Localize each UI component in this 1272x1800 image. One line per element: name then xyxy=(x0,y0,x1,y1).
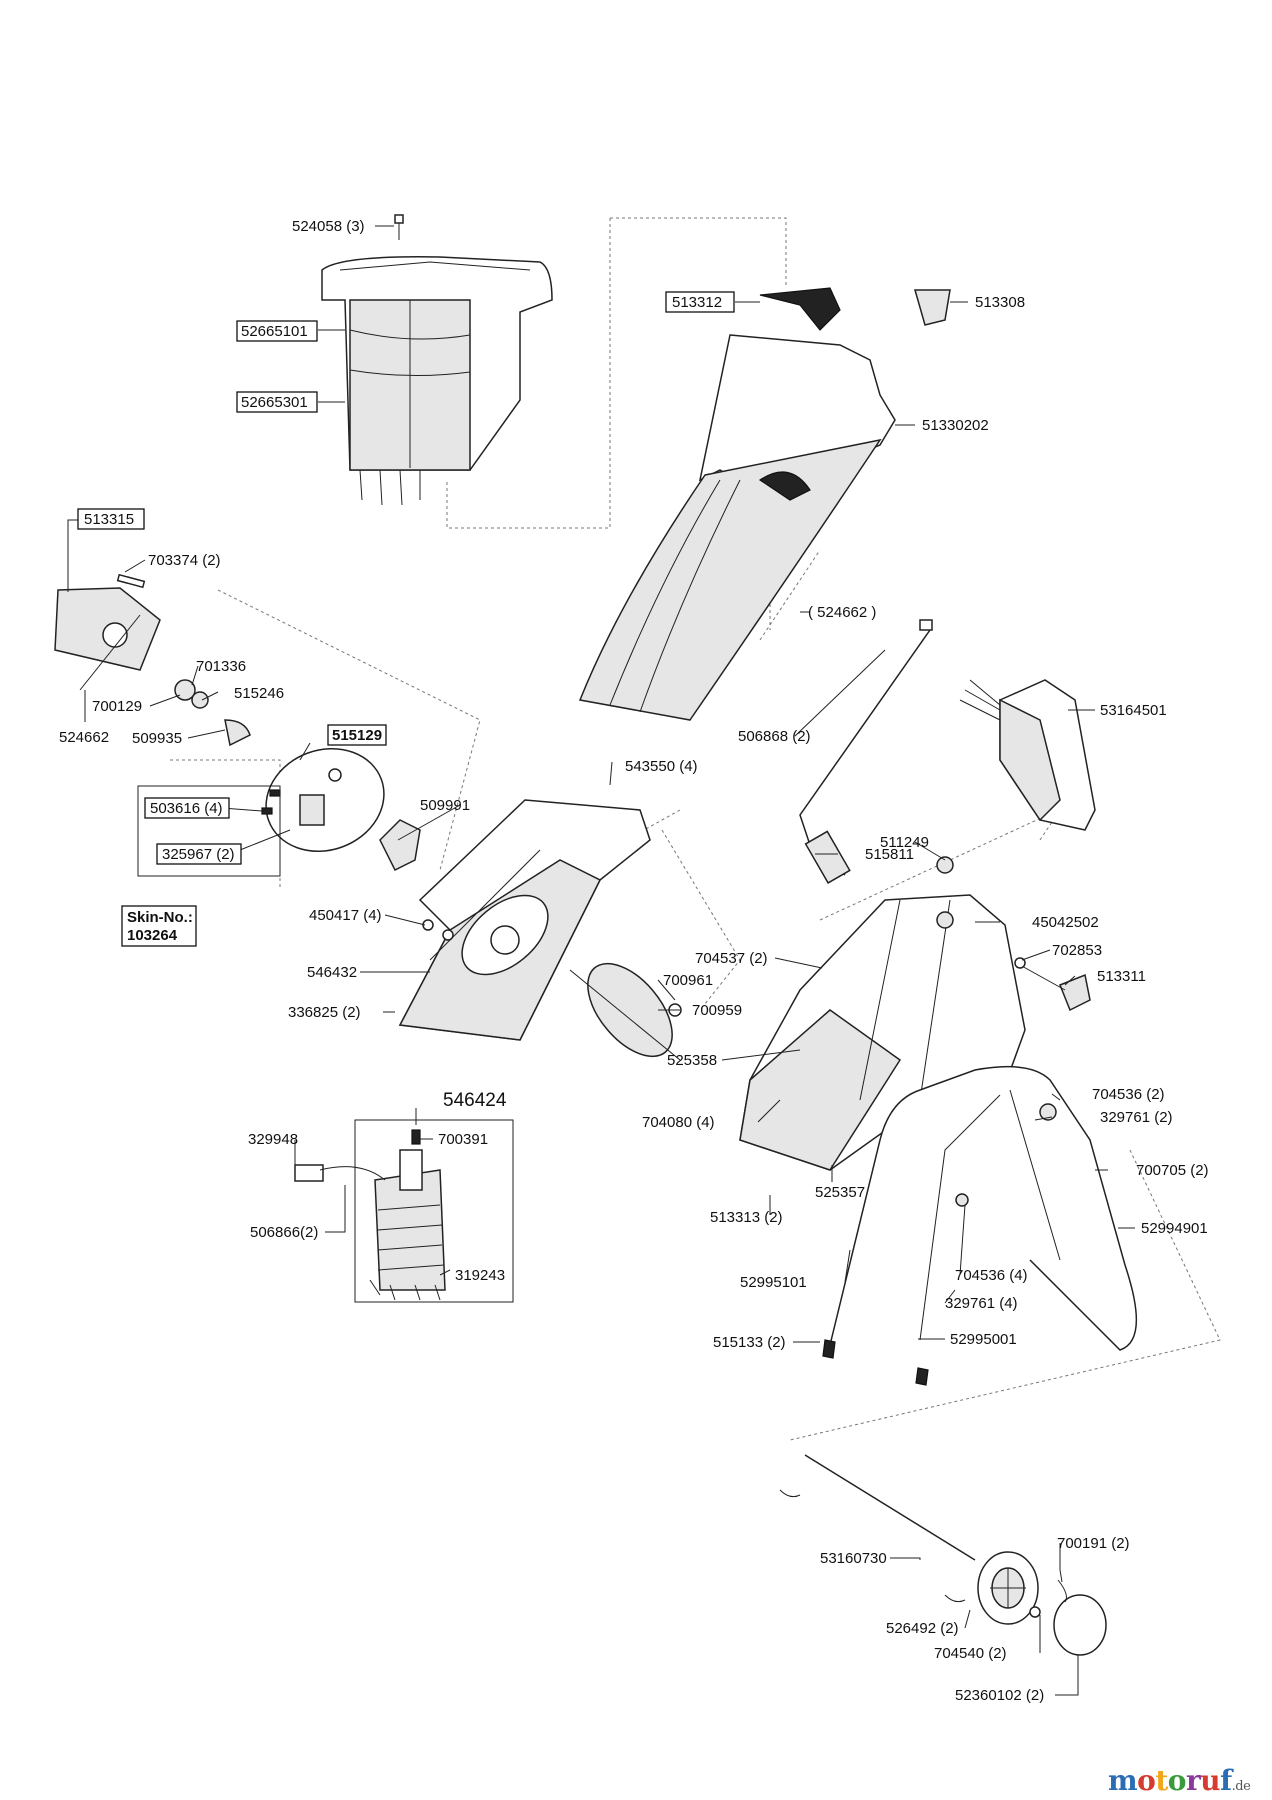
label-450417: 450417 (4) xyxy=(309,907,382,924)
label-704536a: 704536 (2) xyxy=(1092,1086,1165,1103)
label-515129: 515129 xyxy=(332,727,382,744)
cap-513308 xyxy=(914,289,951,326)
label-325967: 325967 (2) xyxy=(162,846,235,863)
label-700705: 700705 (2) xyxy=(1136,1162,1209,1179)
label-boxes xyxy=(77,291,735,947)
label-700129: 700129 xyxy=(92,698,142,715)
label-515246: 515246 xyxy=(234,685,284,702)
cover-flap-part xyxy=(54,573,161,691)
label-506868: 506868 (2) xyxy=(738,728,811,745)
spring-524662 xyxy=(759,549,821,641)
label-513308: 513308 xyxy=(975,294,1025,311)
logo-letter: o xyxy=(1167,1764,1187,1797)
skin-title: Skin-No.: xyxy=(127,909,193,926)
label-703374: 703374 (2) xyxy=(148,552,221,569)
hopper-part xyxy=(321,256,553,506)
wheel-part xyxy=(779,1454,1107,1656)
label-704540: 704540 (2) xyxy=(934,1645,1007,1662)
label-525357: 525357 xyxy=(815,1184,865,1201)
chute-part xyxy=(578,287,896,721)
label-329761b: 329761 (4) xyxy=(945,1295,1018,1312)
label-509991: 509991 xyxy=(420,797,470,814)
label-329761a: 329761 (2) xyxy=(1100,1109,1173,1126)
logo-letter: o xyxy=(1137,1764,1156,1797)
label-503616: 503616 (4) xyxy=(150,800,223,817)
part-labels: 524058 (3) 52665101 52665301 513312 5133… xyxy=(59,218,1209,1704)
motor-part xyxy=(294,1119,514,1303)
label-515811: 515811 xyxy=(865,846,914,863)
label-513315: 513315 xyxy=(84,511,134,528)
label-52995001: 52995001 xyxy=(950,1331,1017,1348)
label-543550: 543550 (4) xyxy=(625,758,698,775)
wire-part xyxy=(799,619,933,884)
label-506866: 506866(2) xyxy=(250,1224,318,1241)
label-51330202: 51330202 xyxy=(922,417,989,434)
label-52665101: 52665101 xyxy=(241,323,308,340)
blade-disc-part xyxy=(261,747,385,853)
label-525358: 525358 xyxy=(667,1052,717,1069)
knob-509991 xyxy=(379,819,421,872)
label-704080: 704080 (4) xyxy=(642,1114,715,1131)
label-700391: 700391 xyxy=(438,1131,488,1148)
label-700959: 700959 xyxy=(692,1002,742,1019)
motoruf-logo[interactable]: motoruf.de xyxy=(1108,1764,1251,1797)
label-700961: 700961 xyxy=(663,972,713,989)
logo-wordmark: motoruf xyxy=(1108,1764,1232,1797)
label-52360102: 52360102 (2) xyxy=(955,1687,1044,1704)
cutter-part xyxy=(569,962,682,1061)
label-702853: 702853 xyxy=(1052,942,1102,959)
frame-part xyxy=(822,1065,1138,1386)
skin-number: 103264 xyxy=(127,927,178,944)
label-526492: 526492 (2) xyxy=(886,1620,959,1637)
label-704536b: 704536 (4) xyxy=(955,1267,1028,1284)
label-524662: 524662 xyxy=(59,729,109,746)
label-513311: 513311 xyxy=(1097,968,1146,985)
housing-plate-part xyxy=(398,799,651,1041)
logo-letter: u xyxy=(1200,1764,1221,1797)
label-511249: 511249 xyxy=(880,834,929,851)
label-52995101: 52995101 xyxy=(740,1274,807,1291)
label-509935: 509935 xyxy=(132,730,182,747)
screw-524058 xyxy=(394,214,404,240)
logo-suffix: .de xyxy=(1231,1779,1251,1794)
label-524662-paren: ( 524662 ) xyxy=(808,604,876,621)
knob-513311 xyxy=(1014,957,1091,1012)
logo-letter: t xyxy=(1155,1764,1168,1797)
label-546424: 546424 xyxy=(443,1090,507,1111)
label-45042502: 45042502 xyxy=(1032,914,1099,931)
label-701336: 701336 xyxy=(196,658,246,675)
pins-450417 xyxy=(422,919,454,941)
logo-letter: f xyxy=(1220,1764,1232,1797)
switch-box-part xyxy=(959,679,1096,831)
label-52994901: 52994901 xyxy=(1141,1220,1208,1237)
label-53164501: 53164501 xyxy=(1100,702,1167,719)
label-513313: 513313 (2) xyxy=(710,1209,783,1226)
label-53160730: 53160730 xyxy=(820,1550,887,1567)
label-704537: 704537 (2) xyxy=(695,950,768,967)
label-319243: 319243 xyxy=(455,1267,505,1284)
assembly-dash-lines xyxy=(170,217,1221,1441)
label-700191: 700191 (2) xyxy=(1057,1535,1130,1552)
leader-lines xyxy=(67,225,1135,1696)
label-513312: 513312 xyxy=(672,294,722,311)
plug-511249 xyxy=(936,856,954,874)
label-524058: 524058 (3) xyxy=(292,218,365,235)
label-336825: 336825 (2) xyxy=(288,1004,361,1021)
logo-letter: r xyxy=(1185,1764,1201,1797)
label-546432: 546432 xyxy=(307,964,357,981)
label-52665301: 52665301 xyxy=(241,394,308,411)
label-329948: 329948 xyxy=(248,1131,298,1148)
logo-letter: m xyxy=(1108,1764,1138,1797)
label-515133: 515133 (2) xyxy=(713,1334,786,1351)
